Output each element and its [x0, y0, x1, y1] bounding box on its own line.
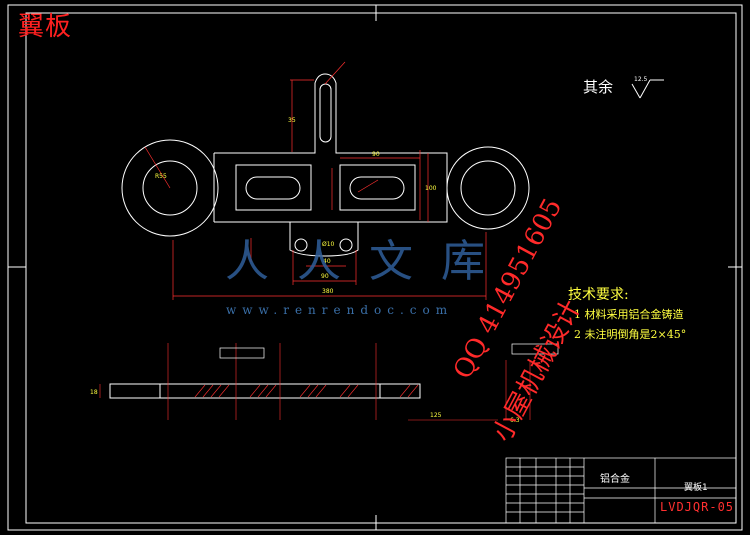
- right-window: [339, 164, 416, 211]
- section-hatch: [194, 384, 419, 398]
- dim-phi: Ø10: [322, 241, 335, 248]
- drawing-code: LVDJQR-05: [660, 500, 735, 514]
- section-view: [109, 383, 421, 399]
- left-ring-outer: [121, 139, 219, 237]
- dim-top: 90: [372, 151, 380, 158]
- dim-40: 40: [323, 258, 331, 265]
- hole-left: [294, 238, 308, 252]
- dim-18: 18: [90, 389, 98, 396]
- section-body: [109, 383, 421, 399]
- inner-frame: [25, 12, 737, 524]
- roughness-symbol: [631, 79, 664, 99]
- part-name: 翼板1: [684, 483, 708, 493]
- dim-380: 380: [322, 288, 334, 295]
- right-ring-outer: [446, 146, 530, 230]
- plan-view: [121, 73, 530, 257]
- dim-arm: 35: [288, 117, 296, 124]
- arm-slot: [319, 83, 332, 143]
- dimension-texts: 380 90 40 90 100 35 Ø10 R55: [155, 117, 437, 295]
- lower-tab: [289, 222, 359, 257]
- dimension-lines: [144, 61, 487, 300]
- requirements-heading: 技术要求:: [568, 287, 629, 303]
- tolerance-frames: [219, 343, 559, 359]
- requirement-item: 2 未注明倒角是2×45°: [574, 328, 687, 341]
- hole-right: [339, 238, 353, 252]
- requirement-item: 1 材料采用铝合金铸造: [574, 308, 684, 321]
- body-outline: [214, 73, 448, 223]
- dim-r: R55: [155, 173, 167, 180]
- section-dims: [99, 343, 531, 421]
- watermark-site: www.renrendoc.com: [226, 303, 454, 317]
- material-label: 铝合金: [600, 474, 630, 485]
- title-block: [505, 457, 737, 524]
- left-ring-inner: [142, 160, 198, 216]
- right-ring-inner: [460, 160, 516, 216]
- drawing-title: 翼板: [18, 12, 73, 42]
- roughness-value: 12.5: [634, 76, 648, 83]
- left-slot: [245, 176, 301, 200]
- dim-90: 90: [321, 273, 329, 280]
- dim-125: 125: [430, 412, 442, 419]
- surface-note: 其余: [583, 78, 614, 96]
- watermark-logo: 人人文库: [225, 236, 513, 287]
- left-window: [235, 164, 312, 211]
- dim-63: 6.3: [510, 417, 520, 424]
- right-slot: [349, 176, 405, 200]
- dim-side: 100: [425, 185, 437, 192]
